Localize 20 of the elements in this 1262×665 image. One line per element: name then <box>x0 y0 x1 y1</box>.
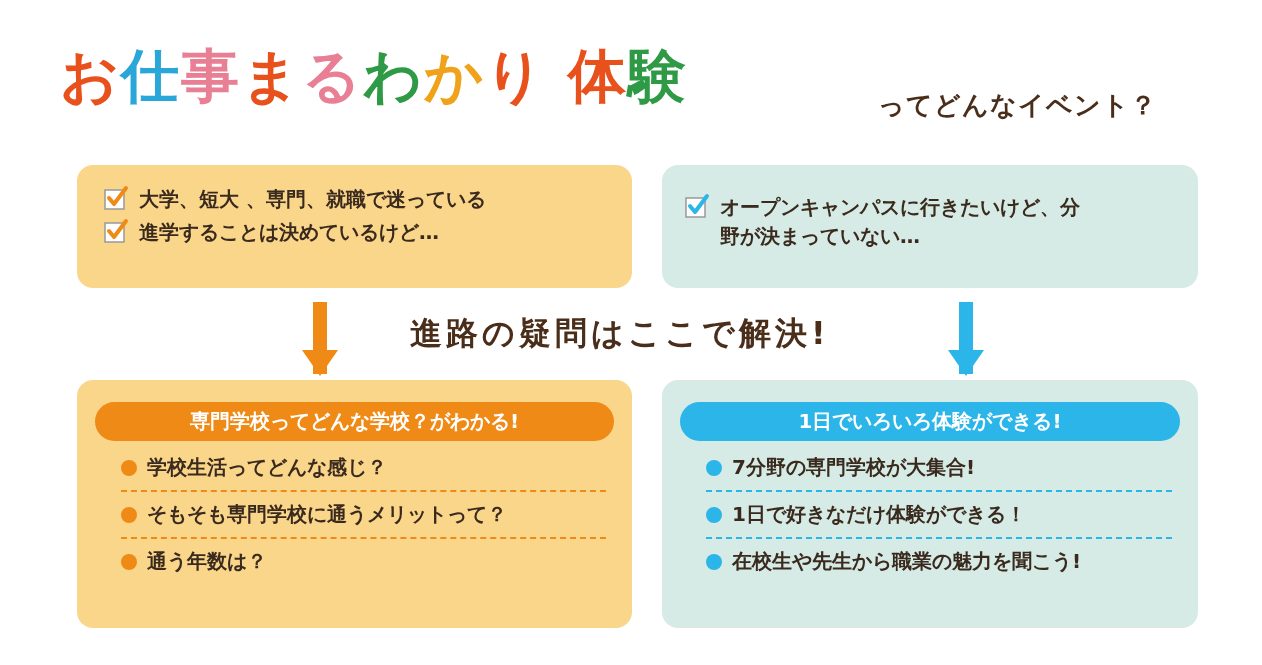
list-item-text: 通う年数は？ <box>147 548 267 575</box>
list-item-text: そもそも専門学校に通うメリットって？ <box>147 501 507 528</box>
list-item-text: 7分野の専門学校が大集合! <box>732 454 976 481</box>
checklist-text: 大学、短大 、専門、就職で迷っている <box>139 186 486 213</box>
card <box>77 380 632 628</box>
heading-pill: 専門学校ってどんな学校？がわかる! <box>95 402 614 441</box>
card <box>662 165 1198 288</box>
list-item-text: 1日で好きなだけ体験ができる！ <box>732 501 1026 528</box>
arrow <box>302 302 338 376</box>
subtitle: ってどんなイベント？ <box>878 89 1157 122</box>
checklist-text: オープンキャンパスに行きたいけど、分野が決まっていない… <box>720 194 1080 250</box>
list-item-text: 在校生や先生から職業の魅力を聞こう! <box>732 548 1082 575</box>
arrow <box>948 302 984 376</box>
heading-pill: 1日でいろいろ体験ができる! <box>680 402 1180 441</box>
checklist-text: 進学することは決めているけど… <box>139 219 439 246</box>
card <box>77 165 632 288</box>
title: お仕事まるわかり 体験 <box>60 42 689 112</box>
list-item-text: 学校生活ってどんな感じ？ <box>147 454 387 481</box>
tagline: 進路の疑問はここで解決! <box>410 313 830 354</box>
card <box>662 380 1198 628</box>
